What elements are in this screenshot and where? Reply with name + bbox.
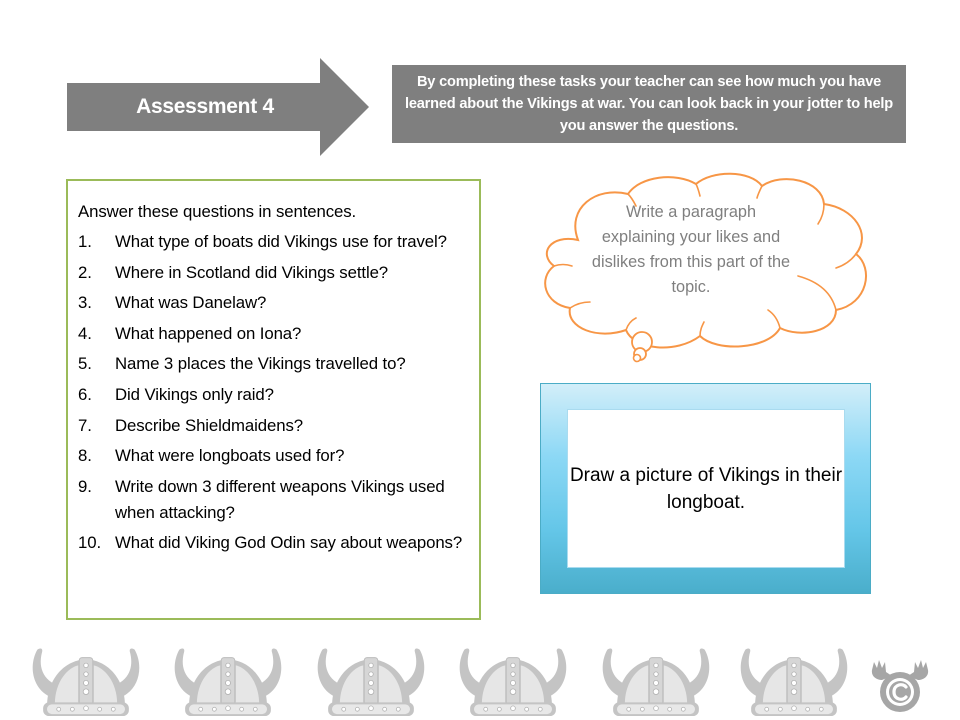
question-item: 4. What happened on Iona?: [78, 321, 469, 347]
cloud-outline-icon: [544, 172, 867, 363]
question-number: 2.: [78, 262, 92, 282]
moose-copyright-icon: [871, 660, 929, 712]
question-text: What were longboats used for?: [115, 446, 345, 466]
questions-list: 1. What type of boats did Vikings use for…: [78, 229, 469, 556]
question-text: Write down 3 different weapons Vikings u…: [115, 476, 445, 522]
viking-helmet-icon: [739, 647, 849, 718]
questions-instruction: Answer these questions in sentences.: [78, 202, 357, 221]
intro-text: By completing these tasks your teacher c…: [405, 74, 893, 134]
viking-helmet-icon: [316, 647, 426, 718]
question-number: 10.: [78, 533, 102, 553]
assessment-title: Assessment 4: [136, 95, 274, 118]
question-text: Describe Shieldmaidens?: [115, 415, 303, 435]
arrow-shape: [67, 58, 369, 156]
question-text: What was Danelaw?: [115, 293, 267, 313]
question-text: Name 3 places the Vikings travelled to?: [115, 354, 406, 374]
thought-cloud: Write a paragraph explaining your likes …: [536, 168, 872, 368]
question-number: 4.: [78, 323, 92, 343]
question-item: 6. Did Vikings only raid?: [78, 382, 469, 408]
question-item: 7. Describe Shieldmaidens?: [78, 413, 469, 439]
viking-helmet-icon: [458, 647, 568, 718]
questions-box: Answer these questions in sentences. 1. W…: [66, 179, 481, 620]
question-number: 1.: [78, 232, 92, 251]
question-text: Where in Scotland did Vikings settle?: [115, 262, 389, 282]
cloud-text: Write a paragraph explaining your likes …: [591, 203, 791, 296]
helmet-border: [0, 636, 960, 720]
question-text: What type of boats did Vikings use for t…: [115, 232, 447, 251]
question-item: 8. What were longboats used for?: [78, 443, 469, 469]
intro-banner: By completing these tasks your teacher c…: [392, 65, 906, 143]
question-text: What happened on Iona?: [115, 323, 302, 343]
question-number: 7.: [78, 415, 92, 435]
viking-helmet-icon: [31, 647, 141, 718]
assessment-arrow: Assessment 4: [67, 58, 369, 156]
question-number: 3.: [78, 293, 92, 313]
question-number: 8.: [78, 446, 92, 466]
question-item: 1. What type of boats did Vikings use for…: [78, 229, 469, 255]
question-item: 5. Name 3 places the Vikings travelled to…: [78, 351, 469, 377]
question-item: 9. Write down 3 different weapons Vikings…: [78, 474, 469, 526]
draw-picture-area: Draw a picture of Vikings in their longb…: [567, 409, 845, 568]
question-number: 6.: [78, 384, 92, 404]
question-text: What did Viking God Odin say about weapo…: [115, 533, 463, 553]
question-item: 3. What was Danelaw?: [78, 290, 469, 316]
question-item: 10. What did Viking God Odin say about we…: [78, 530, 469, 556]
viking-helmet-icon: [173, 647, 283, 718]
question-number: 5.: [78, 354, 92, 374]
draw-task-text: Draw a picture of Vikings in their longb…: [569, 464, 843, 513]
draw-picture-frame: Draw a picture of Vikings in their longb…: [540, 383, 871, 594]
viking-helmet-icon: [601, 647, 711, 718]
question-text: Did Vikings only raid?: [115, 384, 274, 404]
question-number: 9.: [78, 476, 92, 496]
question-item: 2. Where in Scotland did Vikings settle?: [78, 260, 469, 286]
